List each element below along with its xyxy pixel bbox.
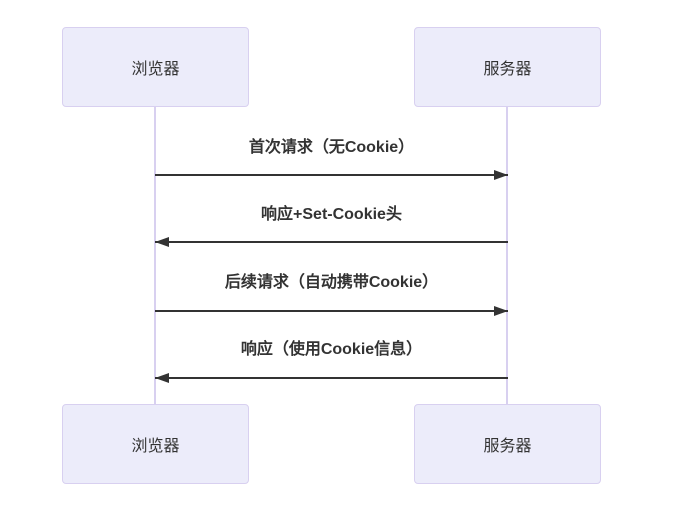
message-arrow-subsequent-request	[155, 306, 508, 316]
arrowhead-right-icon	[494, 306, 508, 316]
lifeline-server	[506, 107, 508, 404]
actor-label-server: 服务器	[483, 438, 532, 455]
arrowhead-left-icon	[155, 237, 169, 247]
lifeline-browser	[154, 107, 156, 404]
message-label-set-cookie-response: 响应+Set-Cookie头	[261, 206, 402, 223]
arrowhead-left-icon	[155, 373, 169, 383]
actor-label-server: 服务器	[483, 61, 532, 78]
actor-box-browser-top: 浏览器	[62, 27, 249, 107]
message-label-first-request: 首次请求（无Cookie）	[248, 139, 415, 156]
message-label-subsequent-request: 后续请求（自动携带Cookie）	[224, 274, 439, 291]
message-arrow-set-cookie-response	[155, 237, 508, 247]
actor-box-server-top: 服务器	[414, 27, 601, 107]
actor-box-server-bottom: 服务器	[414, 404, 601, 484]
message-arrow-cookie-response	[155, 373, 508, 383]
arrowhead-right-icon	[494, 170, 508, 180]
message-arrow-first-request	[155, 170, 508, 180]
actor-label-browser: 浏览器	[131, 61, 180, 78]
actor-label-browser: 浏览器	[131, 438, 180, 455]
actor-box-browser-bottom: 浏览器	[62, 404, 249, 484]
message-label-cookie-response: 响应（使用Cookie信息）	[240, 341, 423, 358]
